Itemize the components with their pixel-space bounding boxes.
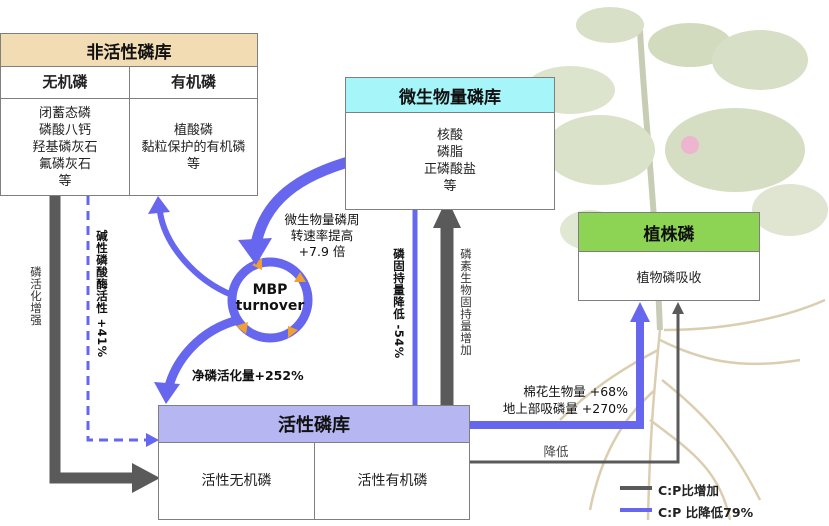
turnover-rate-note: 微生物量磷周 转速率提高 +7.9 倍	[272, 212, 372, 260]
mbp-label: MBP turnover	[232, 282, 308, 314]
decrease-note: 降低	[536, 444, 576, 460]
legend-increase: C:P比增加	[658, 480, 719, 499]
microbial-item: 等	[346, 178, 554, 195]
legend-decrease: C:P 比降低79%	[658, 502, 753, 521]
nonactive-pool-title: 非活性磷库	[0, 33, 258, 67]
organic-item: 黏粒保护的有机磷	[141, 139, 245, 156]
phosphatase-label: 碱性磷酸酶活性 +41%	[94, 230, 110, 358]
microbial-pool-title: 微生物量磷库	[345, 77, 555, 113]
gray-arrow-immobilization	[433, 198, 461, 405]
plant-pool-title: 植株磷	[578, 212, 760, 252]
inorganic-item: 等	[58, 173, 71, 190]
net-activation-note: 净磷活化量+252%	[192, 368, 322, 384]
blue-arrow-immobilization	[407, 192, 423, 405]
inorganic-item: 磷酸八钙	[39, 122, 91, 139]
active-organic: 活性有机磷	[315, 443, 470, 519]
activation-enhanced-label: 磷活化增强	[28, 266, 44, 326]
microbial-item: 磷脂	[346, 144, 554, 161]
organic-list: 植酸磷 黏粒保护的有机磷 等	[129, 99, 258, 195]
inorganic-header: 无机磷	[1, 67, 130, 99]
organic-item: 植酸磷	[174, 122, 213, 139]
microbial-pool-box: 核酸 磷脂 正磷酸盐 等	[345, 112, 555, 210]
cotton-biomass-note: 棉花生物量 +68%	[478, 384, 628, 400]
turnover-line: 转速率提高	[272, 228, 372, 244]
organic-header: 有机磷	[129, 67, 258, 99]
microbial-item: 正磷酸盐	[346, 161, 554, 178]
inorganic-item: 羟基磷灰石	[32, 139, 97, 156]
immobilization-up-label: 磷素生物固持量增加	[458, 248, 474, 356]
shoot-uptake-note: 地上部吸磷量 +270%	[478, 401, 628, 417]
immobilization-down-label: 磷固持量降低 -54%	[391, 248, 407, 359]
mbp-label-line1: MBP	[232, 282, 308, 298]
mbp-label-line2: turnover	[232, 298, 308, 314]
active-pool-box: 活性无机磷 活性有机磷	[158, 442, 470, 520]
inorganic-item: 氟磷灰石	[39, 156, 91, 173]
organic-item: 等	[187, 156, 200, 173]
microbial-item: 核酸	[346, 127, 554, 144]
plant-uptake: 植物磷吸收	[578, 251, 760, 301]
turnover-line: 微生物量磷周	[272, 212, 372, 228]
inorganic-item: 闭蓄态磷	[39, 105, 91, 122]
nonactive-pool-box: 无机磷 有机磷 闭蓄态磷 磷酸八钙 羟基磷灰石 氟磷灰石 等 植酸磷 黏粒保护的…	[0, 66, 258, 196]
blue-arrow-mbp-to-nonactive	[160, 212, 232, 295]
gray-arrow-decrease	[470, 302, 684, 462]
active-inorganic: 活性无机磷	[159, 443, 315, 519]
inorganic-list: 闭蓄态磷 磷酸八钙 羟基磷灰石 氟磷灰石 等	[1, 99, 130, 195]
active-pool-title: 活性磷库	[158, 405, 470, 443]
turnover-line: +7.9 倍	[272, 244, 372, 260]
